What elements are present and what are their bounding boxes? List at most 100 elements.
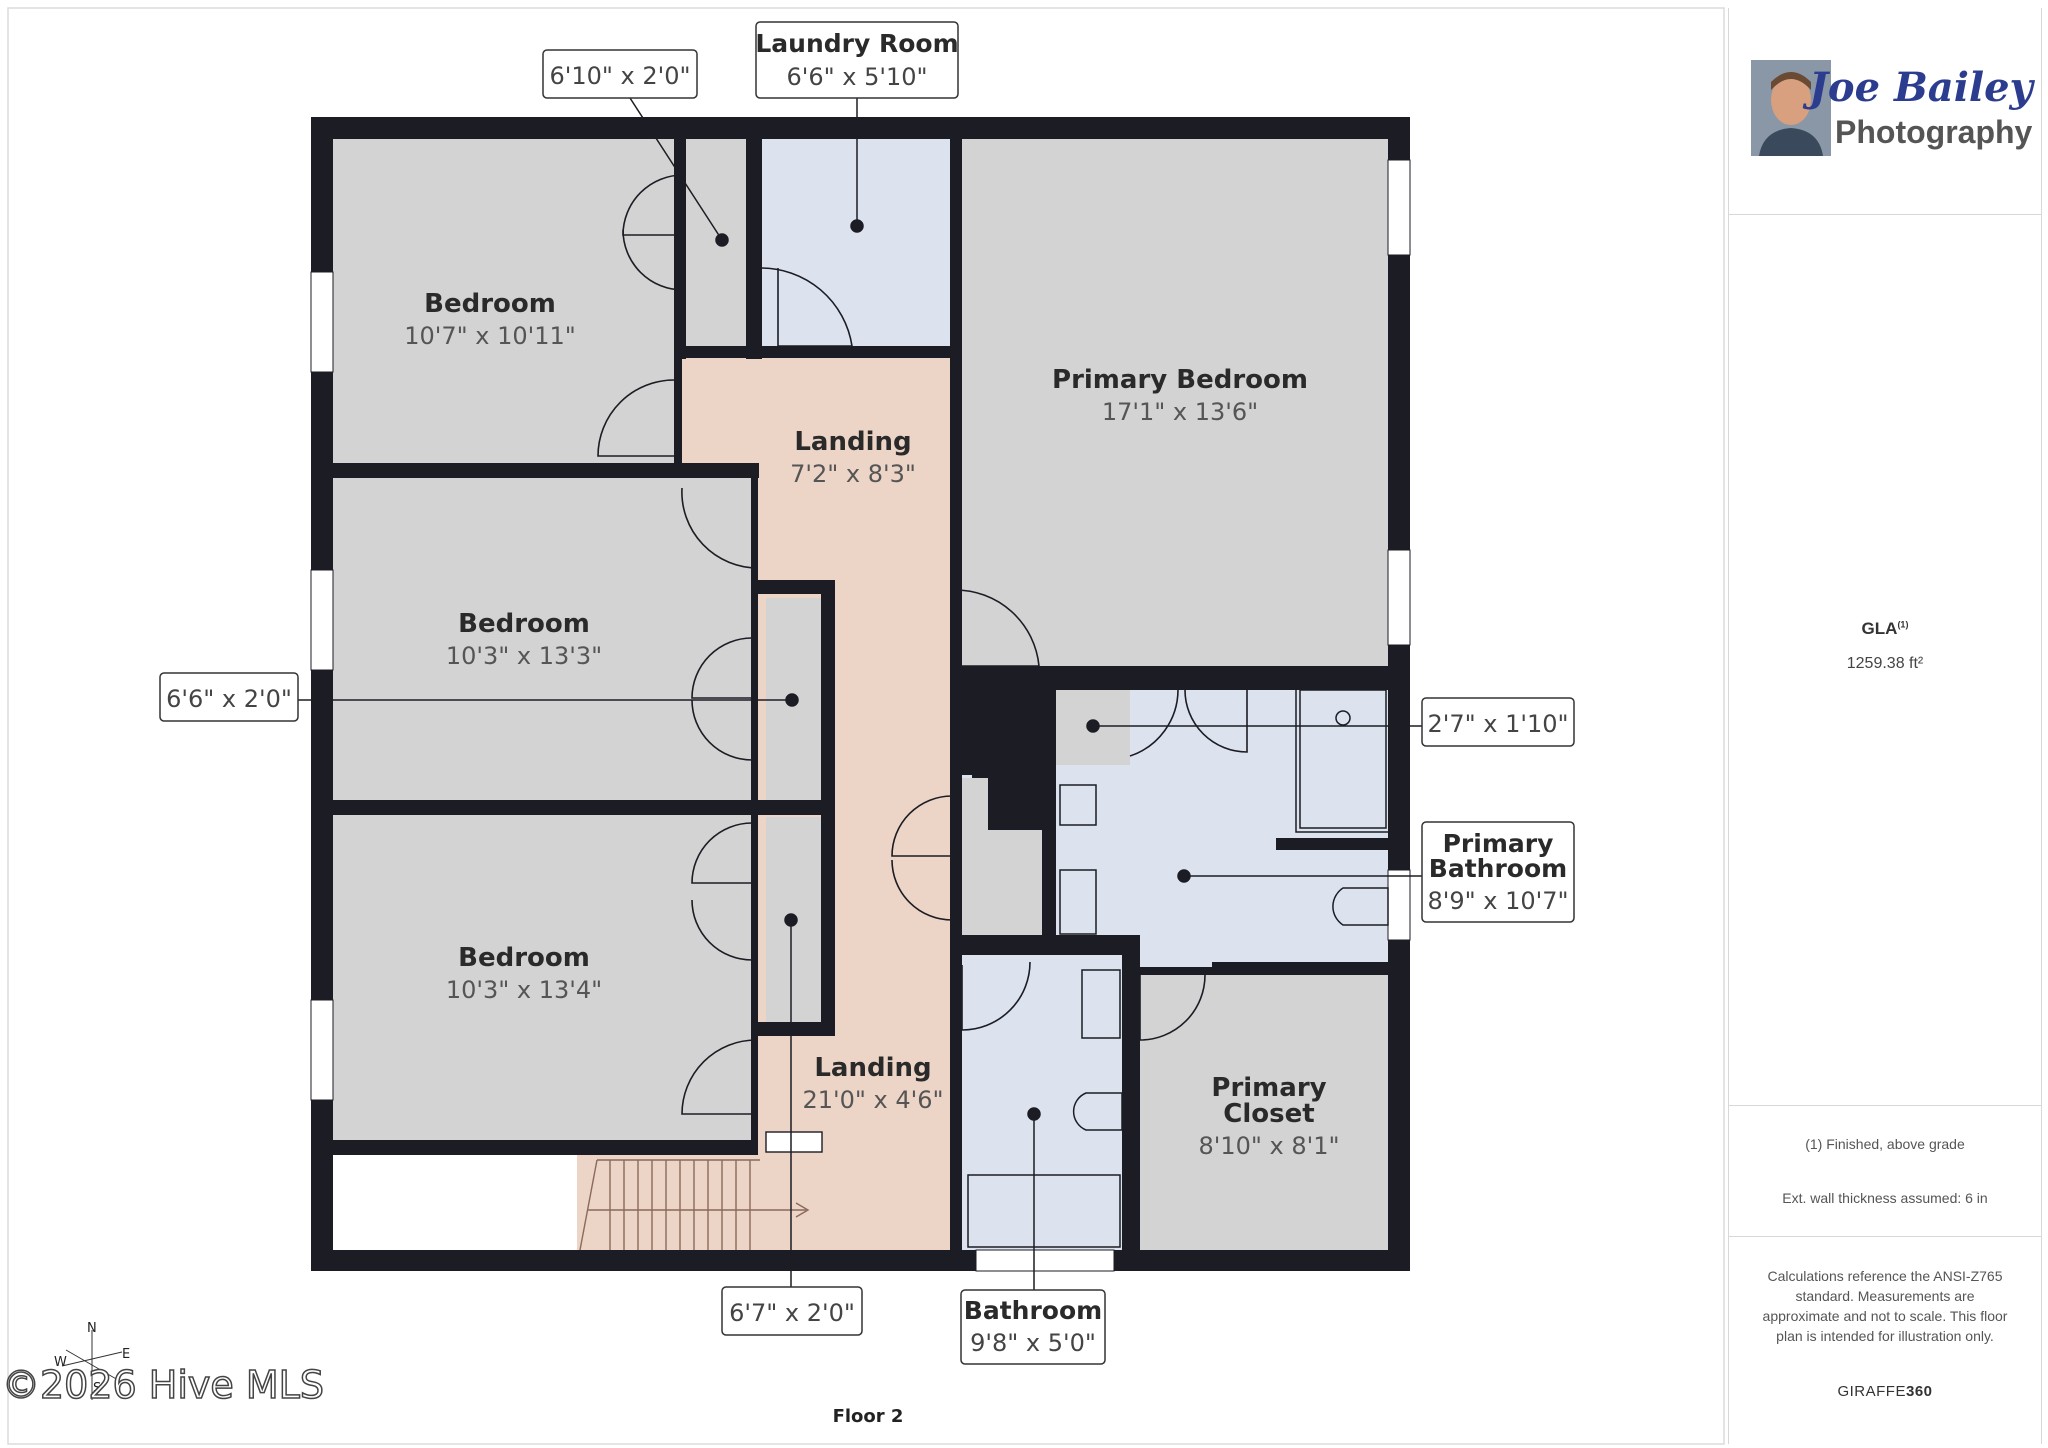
notes-section: (1) Finished, above grade Ext. wall thic… [1729,1106,2041,1237]
door-swings [597,174,1248,1115]
stair-floor [577,1155,758,1250]
toilet [1332,887,1389,926]
callout-closet-bottom: 6'7" x 2'0" [721,1286,863,1336]
wall [821,580,835,1023]
primary-bath-dims: 8'9" x 10'7" [1427,887,1568,915]
primary-bath-name-1: Primary [1443,829,1554,858]
bedroom-bottom-dims: 10'3" x 13'4" [446,976,602,1004]
sink [1059,869,1097,935]
note-wall-thickness: Ext. wall thickness assumed: 6 in [1782,1190,1988,1206]
laundry-name: Laundry Room [755,29,958,58]
bath-toilet [1072,1092,1123,1131]
gla-label: GLA(1) [1729,619,2041,639]
plan-frame [7,7,1725,1445]
watermark-text: ©2026 Hive MLS [2,1363,324,1407]
laundry-floor [762,139,950,346]
calc-disclaimer: Calculations reference the ANSI-Z765 sta… [1762,1268,2008,1344]
open-to-below [333,1155,577,1250]
bedroom-middle-dims: 10'3" x 13'3" [446,642,602,670]
wall [1122,955,1140,1250]
wall [746,139,762,359]
compass-n: N [87,1321,97,1336]
laundry-dims: 6'6" x 5'10" [786,63,927,91]
compass-w: W [54,1355,67,1370]
landing-lower-name: Landing [814,1053,931,1083]
closet-left-dims: 6'6" x 2'0" [166,685,292,713]
bedroom-middle-name: Bedroom [458,609,590,639]
window [1387,159,1411,256]
window [975,1249,1115,1272]
gla-label-text: GLA [1861,619,1898,638]
gla-value: 1259.38 ft² [1846,655,1924,672]
bathroom-dims: 9'8" x 5'0" [970,1329,1096,1357]
interior-walls [333,139,1388,1250]
callout-closet-top: 6'10" x 2'0" [542,49,698,99]
stairs [579,1131,823,1251]
wall [751,1022,835,1036]
primary-closet-dims: 8'10" x 8'1" [1198,1132,1339,1160]
chase-wall [962,680,1018,775]
photographer-avatar [1751,60,1831,156]
bath-sink [1081,969,1121,1039]
wall [962,666,1388,680]
floor-label: Floor 2 [833,1406,904,1427]
wall [333,463,759,478]
primary-bath-name-2: Bathroom [1429,854,1567,883]
landing-upper-name: Landing [794,427,911,457]
logo-script: Joe Bailey [1809,64,2033,111]
wall [1042,680,1056,935]
primary-closet-floor [1140,975,1388,1250]
wall [950,139,962,1250]
logo-section: Joe Bailey Photography [1729,8,2041,215]
gla-sup: (1) [1897,619,1909,630]
gla-section: GLA(1) 1259.38 ft² [1729,215,2041,1106]
wall [751,800,821,815]
logo-sub: Photography [1835,114,2033,150]
floor-plan: Bedroom 10'7" x 10'11" Landing 7'2" x 8'… [1,7,1725,1445]
wall [674,139,686,359]
window [310,271,334,373]
primary-closet-name-2: Closet [1223,1099,1314,1129]
linen-dims: 2'7" x 1'10" [1427,710,1568,738]
tub [967,1174,1121,1248]
bedroom-middle-floor [333,478,751,800]
sink [1059,784,1097,826]
shower-outline [1295,685,1391,833]
compass-e: E [122,1347,130,1362]
callout-linen: 2'7" x 1'10" [1421,697,1575,747]
callout-closet-left: 6'6" x 2'0" [159,672,299,722]
wall [1212,962,1388,975]
wall [333,1140,757,1155]
landing-lower-dims: 21'0" x 4'6" [802,1086,943,1114]
wall [962,935,1140,955]
leaders [298,97,1422,1298]
primary-bedroom-dims: 17'1" x 13'6" [1102,398,1258,426]
landing-upper-floor [682,358,950,470]
compass-s: S [93,1381,101,1396]
wall [751,580,821,594]
brand-mark: GIRAFFE360 [1729,1383,2041,1400]
bedroom-top-name: Bedroom [424,289,556,319]
windows [310,159,1411,1272]
brand-prefix: GIRAFFE [1837,1383,1906,1400]
bedroom-bottom-name: Bedroom [458,943,590,973]
primary-bedroom-name: Primary Bedroom [1052,365,1308,395]
closet-bottom-dims: 6'7" x 2'0" [729,1299,855,1327]
bedroom-bottom-floor [333,815,751,1140]
note-finished: (1) Finished, above grade [1805,1136,1965,1152]
bedroom-top-floor [333,139,674,463]
window [310,999,334,1101]
callout-bathroom: Bathroom 9'8" x 5'0" [960,1289,1106,1365]
window [1387,869,1411,941]
chase-wall-lower [988,775,1042,830]
drain [1335,710,1351,726]
fixtures [967,685,1391,1248]
room-floors [333,139,1388,1250]
compass-icon: N E W S [54,1321,130,1400]
landing-upper-dims: 7'2" x 8'3" [790,460,916,488]
window [1387,549,1411,646]
sidebar: Joe Bailey Photography GLA(1) 1259.38 ft… [1728,8,2042,1444]
closet-top-dims: 6'10" x 2'0" [549,62,690,90]
shower [1299,689,1387,829]
brand-suffix: 360 [1905,1383,1933,1400]
